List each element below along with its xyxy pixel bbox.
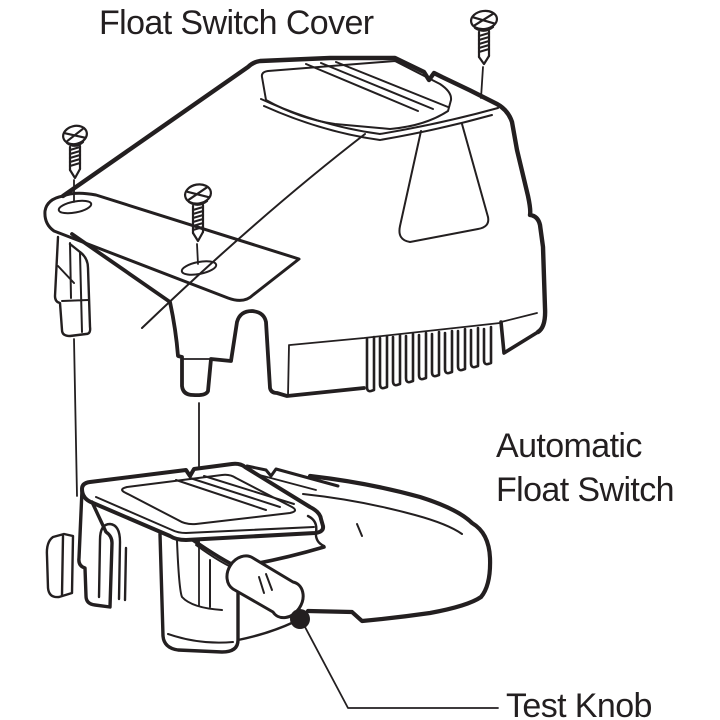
test-knob-drawing: [225, 554, 305, 620]
float-switch-cover-drawing: [43, 55, 548, 398]
cover-label: Float Switch Cover: [99, 4, 374, 42]
test-knob-dot: [290, 609, 310, 629]
screw-hole-right: [180, 260, 218, 276]
knob-label: Test Knob: [506, 687, 652, 720]
cover-left-alignment-line: [73, 338, 78, 497]
switch-label-line2: Float Switch: [496, 471, 675, 509]
automatic-float-switch-drawing: [45, 461, 493, 654]
screw-top-leader-line: [480, 66, 484, 99]
screw-middle-leader-line: [196, 243, 199, 265]
mounting-screw-top-icon: [469, 9, 499, 66]
mounting-screw-middle-icon: [183, 183, 213, 243]
switch-label: Automatic Float Switch: [496, 424, 675, 512]
test-knob-leader-line: [304, 626, 499, 709]
switch-label-line1: Automatic: [496, 427, 642, 465]
screw-hole-left: [57, 199, 93, 215]
mounting-screw-left-icon: [62, 124, 88, 180]
